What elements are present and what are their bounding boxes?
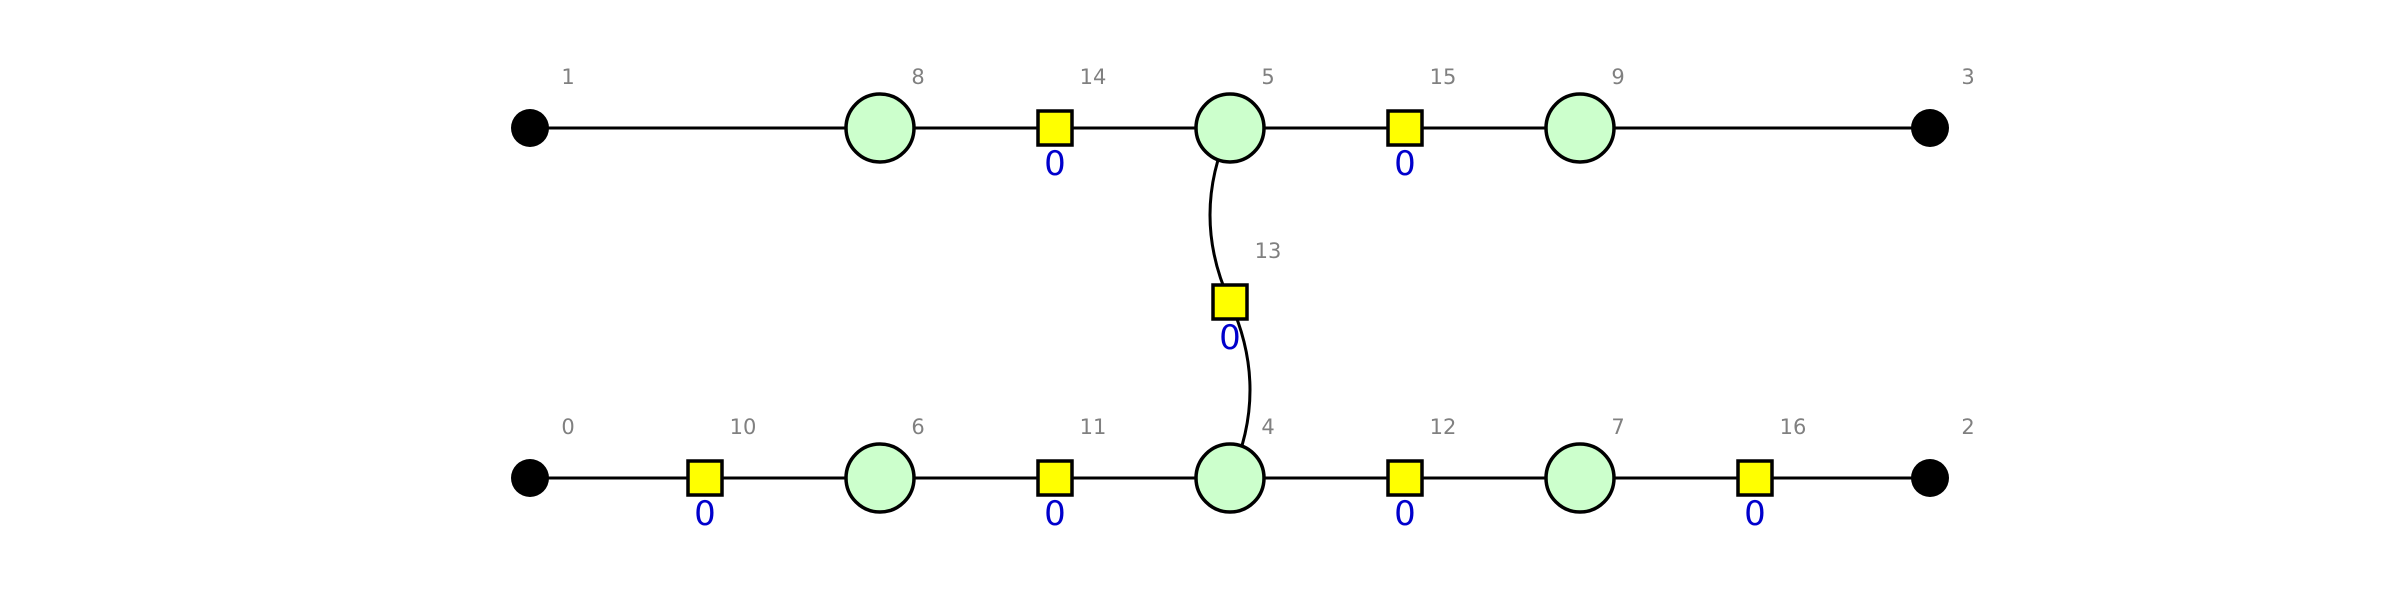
node-id-label: 9 bbox=[1611, 65, 1624, 89]
node-id-label: 2 bbox=[1961, 415, 1974, 439]
node-id-label: 12 bbox=[1430, 415, 1457, 439]
node-2: 2 bbox=[1911, 415, 1975, 497]
node-id-label: 16 bbox=[1780, 415, 1807, 439]
node-8: 8 bbox=[844, 65, 925, 164]
node-value-label: 0 bbox=[1219, 318, 1241, 358]
node-value-label: 0 bbox=[694, 494, 716, 534]
circle-node-4 bbox=[1194, 442, 1266, 514]
node-4: 4 bbox=[1194, 415, 1275, 514]
node-value-label: 0 bbox=[1044, 144, 1066, 184]
terminal-node-2 bbox=[1911, 459, 1949, 497]
circle-node-7 bbox=[1544, 442, 1616, 514]
node-value-label: 0 bbox=[1744, 494, 1766, 534]
node-id-label: 0 bbox=[561, 415, 574, 439]
node-value-label: 0 bbox=[1044, 494, 1066, 534]
node-1: 1 bbox=[511, 65, 575, 147]
node-0: 0 bbox=[511, 415, 575, 497]
circle-node-8 bbox=[844, 92, 916, 164]
node-id-label: 14 bbox=[1080, 65, 1107, 89]
node-id-label: 10 bbox=[730, 415, 757, 439]
square-node-14 bbox=[1036, 109, 1074, 147]
square-node-16 bbox=[1736, 459, 1774, 497]
square-node-10 bbox=[686, 459, 724, 497]
square-node-15 bbox=[1386, 109, 1424, 147]
node-15: 15 0 bbox=[1386, 65, 1457, 184]
node-12: 12 0 bbox=[1386, 415, 1457, 534]
terminal-node-3 bbox=[1911, 109, 1949, 147]
node-id-label: 3 bbox=[1961, 65, 1974, 89]
node-id-label: 15 bbox=[1430, 65, 1457, 89]
node-id-label: 6 bbox=[911, 415, 924, 439]
node-id-label: 7 bbox=[1611, 415, 1624, 439]
node-14: 14 0 bbox=[1036, 65, 1107, 184]
node-value-label: 0 bbox=[1394, 144, 1416, 184]
node-10: 10 0 bbox=[686, 415, 757, 534]
node-id-label: 11 bbox=[1080, 415, 1107, 439]
node-id-label: 1 bbox=[561, 65, 574, 89]
circle-node-9 bbox=[1544, 92, 1616, 164]
node-5: 5 bbox=[1194, 65, 1275, 164]
node-16: 16 0 bbox=[1736, 415, 1807, 534]
node-11: 11 0 bbox=[1036, 415, 1107, 534]
node-13: 13 0 bbox=[1211, 239, 1282, 358]
circle-node-6 bbox=[844, 442, 916, 514]
node-6: 6 bbox=[844, 415, 925, 514]
square-node-12 bbox=[1386, 459, 1424, 497]
node-id-label: 5 bbox=[1261, 65, 1274, 89]
node-id-label: 4 bbox=[1261, 415, 1274, 439]
terminal-node-0 bbox=[511, 459, 549, 497]
node-id-label: 8 bbox=[911, 65, 924, 89]
node-3: 3 bbox=[1911, 65, 1975, 147]
node-id-label: 13 bbox=[1255, 239, 1282, 263]
node-value-label: 0 bbox=[1394, 494, 1416, 534]
square-node-13 bbox=[1211, 283, 1249, 321]
node-7: 7 bbox=[1544, 415, 1625, 514]
square-node-11 bbox=[1036, 459, 1074, 497]
terminal-node-1 bbox=[511, 109, 549, 147]
circle-node-5 bbox=[1194, 92, 1266, 164]
node-9: 9 bbox=[1544, 65, 1625, 164]
